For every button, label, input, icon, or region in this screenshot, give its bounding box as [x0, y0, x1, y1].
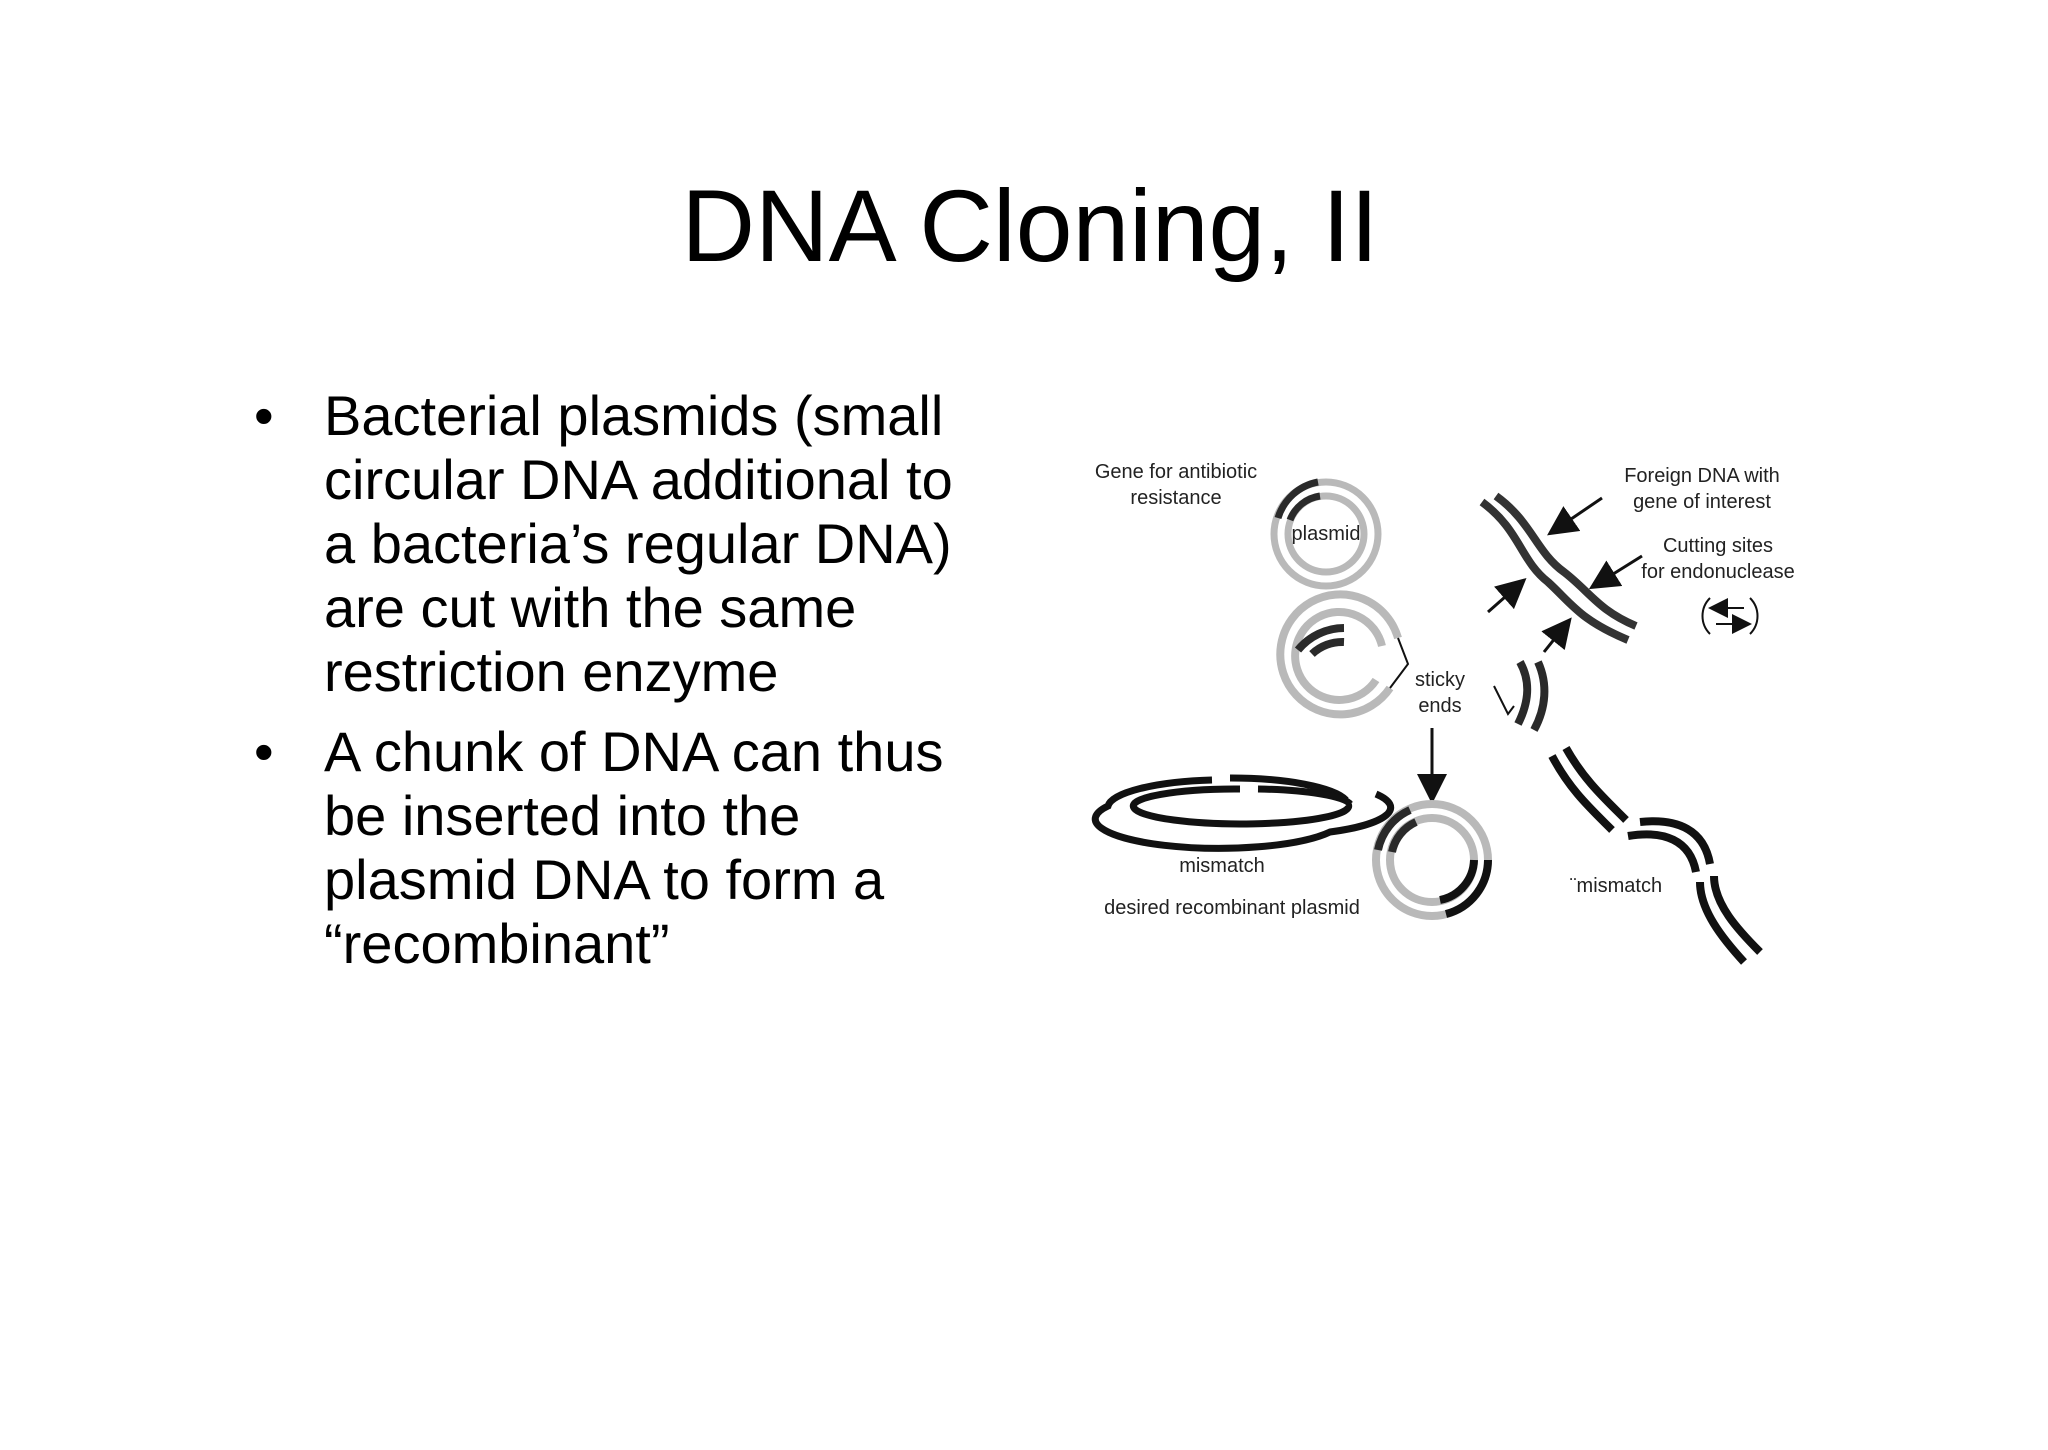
bullet-line: restriction enzyme	[324, 640, 779, 703]
label-mismatch-right: ¨mismatch	[1570, 875, 1662, 897]
mismatch-ellipse-icon	[1091, 774, 1395, 852]
label-desired-recombinant: desired recombinant plasmid	[1104, 897, 1360, 919]
label-cutting-sites: Cutting sites	[1663, 535, 1773, 557]
bullet-line: are cut with the same	[324, 576, 857, 639]
label-gene-antibiotic: Gene for antibiotic	[1095, 461, 1257, 483]
cutting-site-icon	[1701, 597, 1759, 635]
dna-cloning-diagram: Gene for antibiotic resistance plasmid F…	[1091, 461, 1795, 965]
bullet-line: plasmid DNA to form a	[324, 848, 885, 911]
recombinant-plasmid-icon	[1372, 800, 1492, 920]
mismatch-dna-icon	[1548, 746, 1763, 965]
bullet-item: • A chunk of DNA can thus be inserted in…	[252, 720, 1012, 976]
bullet-line: be inserted into the	[324, 784, 801, 847]
label-gene-of-interest: gene of interest	[1633, 491, 1771, 513]
dna-fragment-icon	[1493, 660, 1549, 732]
bullet-line: a bacteria’s regular DNA)	[324, 512, 952, 575]
label-ends: ends	[1418, 695, 1461, 717]
plasmid-icon	[1270, 478, 1382, 590]
bullet-line: A chunk of DNA can thus	[324, 720, 944, 783]
bullet-dot-icon: •	[254, 720, 274, 783]
bullet-item: • Bacterial plasmids (small circular DNA…	[252, 384, 1012, 704]
bullet-dot-icon: •	[254, 384, 274, 447]
label-sticky: sticky	[1415, 669, 1465, 691]
slide-title: DNA Cloning, II	[681, 169, 1379, 283]
label-endonuclease: for endonuclease	[1641, 561, 1794, 583]
foreign-dna-icon	[1479, 492, 1638, 644]
arrow-icon	[1417, 496, 1643, 804]
bullet-line: Bacterial plasmids (small	[324, 384, 944, 447]
label-foreign-dna: Foreign DNA with	[1624, 465, 1780, 487]
label-resistance: resistance	[1130, 487, 1221, 509]
label-plasmid: plasmid	[1292, 523, 1361, 545]
open-plasmid-icon	[1276, 590, 1410, 719]
bullet-list: • Bacterial plasmids (small circular DNA…	[252, 384, 1012, 992]
bullet-line: “recombinant”	[324, 912, 670, 975]
bullet-line: circular DNA additional to	[324, 448, 953, 511]
label-mismatch-left: mismatch	[1179, 855, 1265, 877]
